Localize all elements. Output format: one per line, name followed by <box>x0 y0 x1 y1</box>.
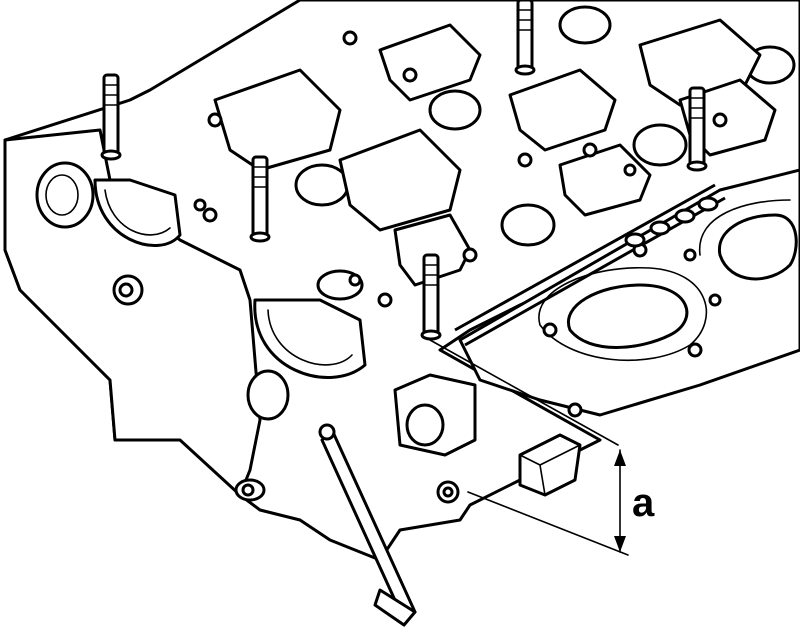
valve-pockets <box>294 5 796 247</box>
dimension-a-label: a <box>632 481 655 525</box>
deck-oil-holes <box>624 196 719 248</box>
manifold-bolt-holes <box>542 242 722 418</box>
stud-threads <box>103 9 705 286</box>
cam-bearing-saddle-2-inner <box>267 309 353 366</box>
lower-boss-bore <box>405 403 445 447</box>
front-bore <box>35 161 95 229</box>
flange-bolt-hole <box>118 282 134 298</box>
measuring-rod-tip <box>373 588 417 627</box>
front-bore-inner <box>45 174 79 216</box>
measuring-block <box>518 433 582 497</box>
manifold-port-2-outline <box>699 199 791 256</box>
manifold-port-1-outline <box>538 266 708 362</box>
manifold-port-2 <box>718 213 798 281</box>
cam-bearing-saddle-1-inner <box>104 189 171 236</box>
reference-bolt-hole <box>442 486 454 498</box>
manifold-port-1 <box>566 283 689 349</box>
cam-bearing-saddle-2 <box>253 298 367 379</box>
measuring-block-top <box>519 444 581 496</box>
dimension-a <box>429 339 629 556</box>
locating-holes <box>193 30 728 308</box>
cam-bearing-saddle-1 <box>93 178 182 247</box>
front-lower-bore <box>246 369 290 421</box>
bottom-left-boss-hole <box>241 483 255 497</box>
measuring-rod-pivot <box>318 423 336 441</box>
